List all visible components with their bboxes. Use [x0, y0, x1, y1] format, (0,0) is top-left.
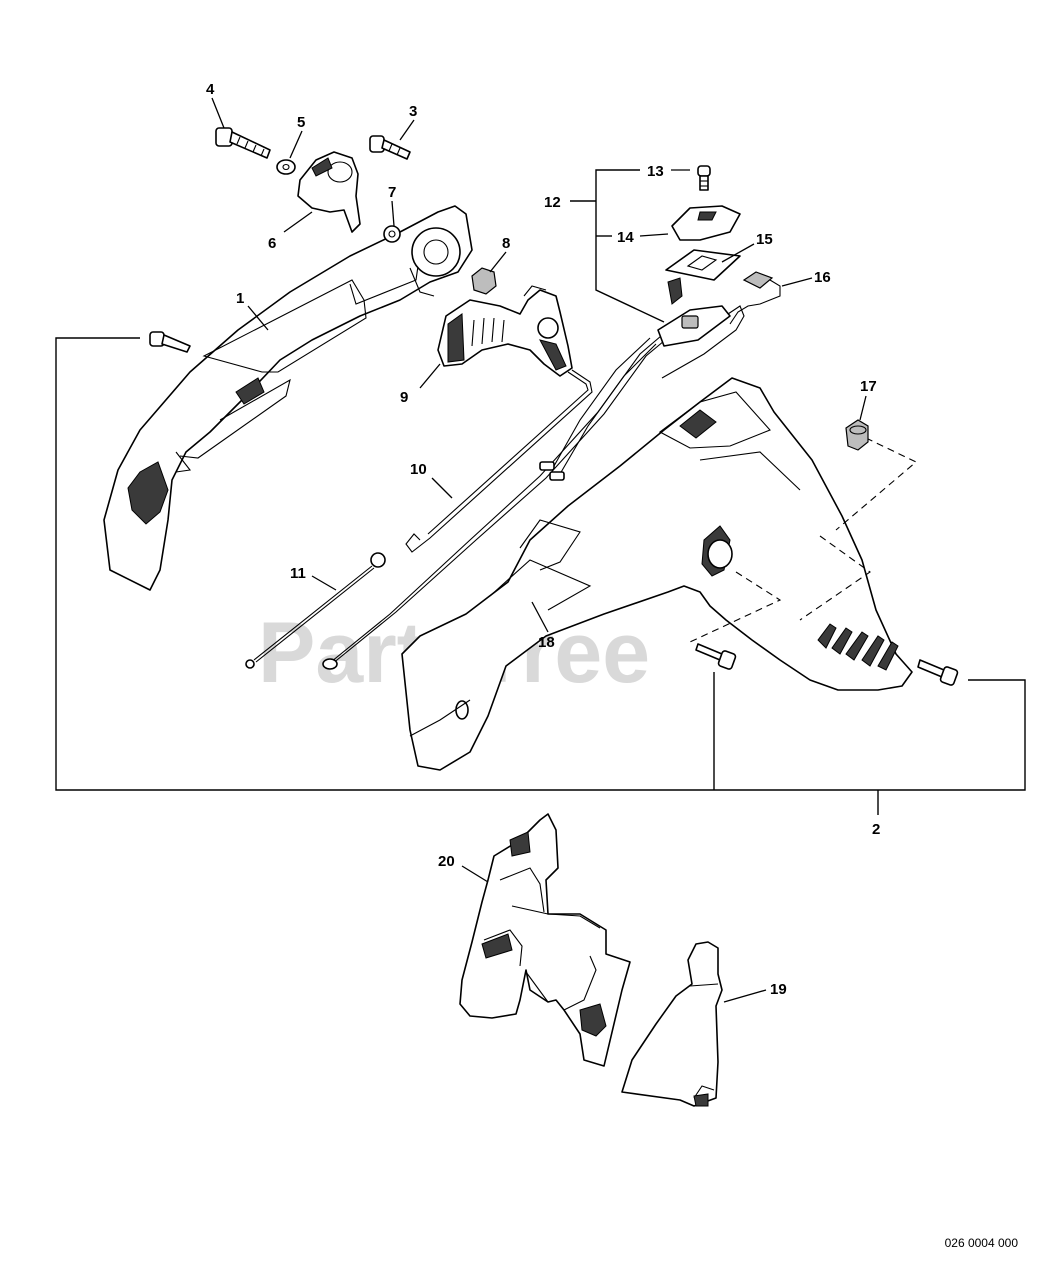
vent-slots	[817, 623, 899, 671]
callout-12: 12	[544, 194, 561, 211]
part-13-screw[interactable]	[697, 165, 711, 191]
part-8-nut[interactable]	[471, 267, 497, 295]
part-12-switch-assembly-bracket	[570, 169, 665, 323]
part-10-throttle-rod[interactable]	[405, 369, 593, 553]
part-15-gasket[interactable]	[665, 249, 741, 305]
callout-7: 7	[388, 184, 396, 201]
part-18-handle-body[interactable]	[401, 377, 913, 771]
part-16-wire-terminal[interactable]	[729, 271, 781, 325]
screw-right-bracket[interactable]	[917, 659, 959, 686]
part-4-bolt[interactable]	[215, 127, 271, 159]
callout-16: 16	[814, 269, 831, 286]
callout-1: 1	[236, 290, 244, 307]
callout-10: 10	[410, 461, 427, 478]
document-id: 026 0004 000	[944, 1236, 1018, 1250]
part-17-grommet[interactable]	[845, 419, 869, 451]
callout-18: 18	[538, 634, 555, 651]
callout-11: 11	[290, 565, 306, 582]
callout-5: 5	[297, 114, 305, 131]
leader-lines	[211, 97, 867, 1003]
callout-8: 8	[502, 235, 510, 252]
wire-harness[interactable]	[322, 305, 745, 670]
callout-6: 6	[268, 235, 276, 252]
callout-20: 20	[438, 853, 455, 870]
callout-9: 9	[400, 389, 408, 406]
part-11-cable[interactable]	[245, 552, 386, 669]
part-9-trigger[interactable]	[437, 285, 573, 377]
callout-4: 4	[206, 81, 215, 98]
callout-labels: 4 5 3 6 7 8 1 9 10 11 18 12 13 14 15 16 …	[206, 81, 880, 998]
callout-3: 3	[409, 103, 417, 120]
part-1-handle-half[interactable]	[103, 205, 473, 591]
screw-middle-bracket[interactable]	[695, 643, 737, 670]
part-19-right-cover[interactable]	[621, 941, 723, 1107]
callout-2: 2	[872, 821, 880, 838]
part-20-left-cover[interactable]	[459, 813, 631, 1067]
screw-left-bracket[interactable]	[149, 331, 191, 353]
part-5-washer[interactable]	[276, 159, 296, 175]
part-14-clip-plate[interactable]	[671, 205, 741, 241]
callout-13: 13	[647, 163, 664, 180]
part-7-washer[interactable]	[383, 225, 401, 243]
part-6-clamp[interactable]	[297, 151, 361, 233]
callout-15: 15	[756, 231, 773, 248]
callout-19: 19	[770, 981, 787, 998]
assembly-bracket	[55, 337, 1026, 815]
part-3-screw[interactable]	[369, 135, 411, 160]
stop-switch[interactable]	[657, 305, 731, 347]
callout-17: 17	[860, 378, 877, 395]
assembly-guides	[689, 437, 918, 643]
callout-14: 14	[617, 229, 634, 246]
